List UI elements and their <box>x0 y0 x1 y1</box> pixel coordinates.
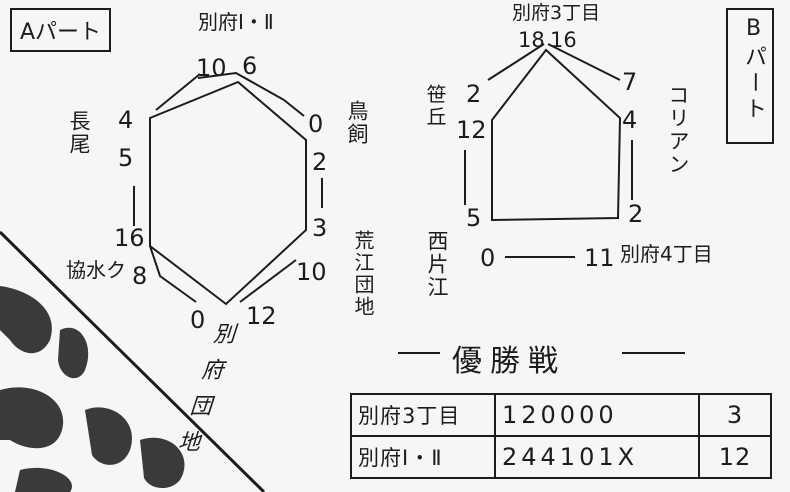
a-score-top-left: 10 <box>196 54 227 82</box>
b-path-top-left <box>487 43 545 81</box>
scoreboard-row: 別府Ⅰ・Ⅱ 244101X 12 <box>350 435 772 479</box>
scoreboard-team: 別府Ⅰ・Ⅱ <box>350 435 496 479</box>
scoreboard-team: 別府3丁目 <box>350 393 496 437</box>
a-score-lower-left-b: 16 <box>114 224 145 252</box>
scoreboard-innings: 120000 <box>494 393 700 437</box>
b-part-label: Bパート <box>726 8 774 144</box>
a-score-left-b: 4 <box>118 106 134 134</box>
final-scoreboard: 別府3丁目 120000 3 別府Ⅰ・Ⅱ 244101X 12 <box>350 393 772 479</box>
b-score-bottom-right: 11 <box>584 244 615 272</box>
b-team-top: 別府3丁目 <box>512 2 601 24</box>
a-team-right-lower: 荒江団地 <box>351 230 375 318</box>
b-score-right-a: 7 <box>622 68 638 96</box>
a-hexagon-inner <box>149 80 307 306</box>
b-team-right: コリアン <box>666 84 691 176</box>
b-team-bottom-right: 別府4丁目 <box>620 242 713 266</box>
a-team-top: 別府Ⅰ・Ⅱ <box>198 10 274 34</box>
a-path-right <box>283 99 305 117</box>
b-house-inner <box>491 48 622 222</box>
b-score-top-left: 18 <box>518 28 545 52</box>
b-team-left: 笹丘 <box>423 84 447 128</box>
a-path-left-upper <box>155 73 201 111</box>
a-team-left-upper: 長尾 <box>67 110 92 156</box>
b-part-label-text: Bパート <box>741 16 766 123</box>
a-team-bottom: 別府団地 <box>168 322 240 471</box>
scoreboard-total: 3 <box>698 393 772 437</box>
final-title: 優勝戦 <box>452 344 566 379</box>
b-team-bottom-left: 西片江 <box>425 230 450 299</box>
a-score-bottom-left: 0 <box>190 306 206 334</box>
corner-divider <box>0 230 266 492</box>
a-score-right-a: 3 <box>312 214 328 242</box>
a-score-upper-right-a: 0 <box>308 110 324 138</box>
b-path-top-right <box>547 43 621 81</box>
a-hexagon-outer-top <box>197 71 285 101</box>
a-score-lower-left-a: 8 <box>132 262 148 290</box>
a-score-upper-right-b: 2 <box>312 148 328 176</box>
a-path-lower-left <box>149 245 197 303</box>
a-team-left-lower: 協水ク <box>66 258 126 282</box>
scoreboard-row: 別府3丁目 120000 3 <box>350 393 772 437</box>
a-score-lower-right: 12 <box>246 302 277 330</box>
a-score-left-a: 5 <box>118 144 134 172</box>
b-score-bottom-left: 0 <box>480 244 496 272</box>
b-score-right-b: 4 <box>622 106 638 134</box>
b-score-left-a: 2 <box>466 80 482 108</box>
a-score-right-b: 10 <box>296 258 327 286</box>
a-path-lower-right <box>239 259 297 303</box>
scoreboard-innings: 244101X <box>494 435 700 479</box>
a-team-right-upper: 鳥飼 <box>345 100 370 146</box>
a-part-label: Aパート <box>10 8 112 52</box>
b-score-top-right: 16 <box>550 28 577 52</box>
b-score-right-c: 2 <box>628 200 644 228</box>
a-score-top-right: 6 <box>242 52 258 80</box>
scoreboard-total: 12 <box>698 435 772 479</box>
brush-decoration <box>0 286 185 492</box>
b-score-left-c: 5 <box>466 204 482 232</box>
b-score-left-b: 12 <box>456 116 487 144</box>
